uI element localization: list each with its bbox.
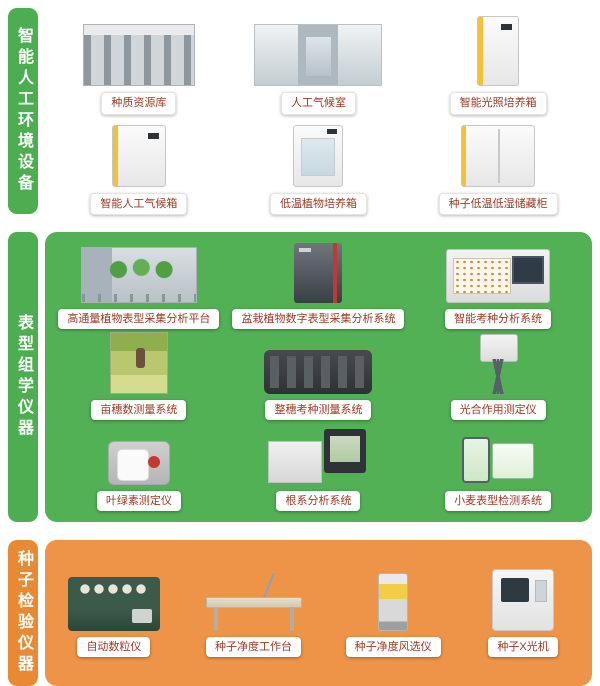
seed-test-analyzer-photo	[446, 243, 551, 303]
product-label: 智能人工气候箱	[90, 192, 188, 215]
field-ear-count-photo	[109, 331, 168, 394]
product-label: 光合作用测定仪	[450, 399, 546, 421]
product-item-root-analysis-system: 根系分析系统	[268, 425, 368, 512]
section-smart-environment: 智能人工环境设备 种质资源库 人工气候室 智能光照培养箱	[8, 8, 592, 215]
chlorophyll-meter-photo	[107, 425, 170, 485]
tripod-device-icon	[462, 333, 534, 394]
product-item-phenotype-platform: 高通量植物表型采集分析平台	[58, 243, 220, 330]
light-incubator-photo	[477, 14, 520, 86]
flat-scanner-icon	[264, 349, 373, 394]
product-item-seed-counter: 自动数粒仪	[67, 569, 160, 658]
product-item-low-temp-incubator: 低温植物培养箱	[269, 115, 367, 215]
product-label: 叶绿素测定仪	[96, 490, 181, 512]
mobile-devices-icon	[458, 435, 538, 485]
tall-cabinet-icon	[477, 16, 520, 86]
product-item-seed-storage-cabinet: 种子低温低湿储藏柜	[438, 115, 558, 215]
product-item-seed-xray: 种子X光机	[488, 568, 558, 658]
product-label: 高通量植物表型采集分析平台	[58, 308, 220, 330]
section-tab-smart-environment: 智能人工环境设备	[8, 8, 38, 214]
wheat-phenotype-detector-photo	[458, 425, 538, 485]
product-label: 种质资源库	[101, 92, 177, 115]
section-panel-seed-inspection: 自动数粒仪 种子净度工作台 种子净度风选仪 种子X光机	[45, 540, 592, 686]
product-item-purity-workbench: 种子净度工作台	[203, 569, 304, 658]
product-row: 叶绿素测定仪 根系分析系统 小麦表型检测系统	[49, 425, 588, 512]
handheld-meter-icon	[107, 440, 170, 485]
product-label: 种子净度工作台	[206, 636, 302, 658]
section-panel-phenomics: 高通量植物表型采集分析平台 盆栽植物数字表型采集分析系统 智能考种分析系统 亩穗…	[45, 232, 592, 522]
product-item-climate-chamber: 智能人工气候箱	[90, 115, 188, 215]
climate-room-photo	[254, 14, 383, 86]
section-tab-seed-inspection: 种子检验仪器	[8, 540, 38, 686]
product-label: 根系分析系统	[276, 490, 361, 512]
product-item-photosynthesis-meter: 光合作用测定仪	[450, 333, 546, 421]
product-label: 自动数粒仪	[77, 636, 151, 658]
product-label: 种子低温低湿储藏柜	[438, 192, 558, 215]
section-seed-inspection: 种子检验仪器 自动数粒仪 种子净度工作台 种子净度风选仪 种子X光机	[8, 540, 592, 686]
product-label: 智能光照培养箱	[449, 92, 547, 115]
photosynthesis-meter-photo	[462, 333, 534, 394]
germplasm-bank-photo	[82, 14, 195, 86]
product-item-potted-phenotype-system: 盆栽植物数字表型采集分析系统	[232, 242, 405, 330]
ear-scanner-photo	[264, 334, 373, 394]
windowed-cabinet-icon	[293, 124, 344, 187]
plant-platform-icon	[80, 246, 197, 303]
section-tab-label: 种子检验仪器	[15, 550, 32, 676]
product-label: 整穗考种测量系统	[265, 399, 372, 421]
air-separator-photo	[378, 569, 409, 631]
workbench-icon	[203, 572, 304, 631]
product-item-ear-measurement-system: 整穗考种测量系统	[264, 334, 373, 421]
product-label: 种子X光机	[488, 636, 558, 658]
scanner-monitor-icon	[268, 428, 368, 485]
phenotype-platform-photo	[80, 243, 197, 303]
section-tab-label: 表型组学仪器	[15, 314, 32, 440]
cabinet-icon	[111, 124, 166, 187]
corridor-icon	[254, 24, 383, 86]
seed-storage-cabinet-photo	[461, 115, 536, 187]
product-label: 人工气候室	[280, 92, 356, 115]
double-door-cabinet-icon	[461, 124, 536, 187]
section-tab-phenomics: 表型组学仪器	[8, 232, 38, 522]
product-row: 亩穗数测量系统 整穗考种测量系统 光合作用测定仪	[49, 331, 588, 421]
archive-shelves-icon	[82, 24, 195, 86]
root-analysis-system-photo	[268, 425, 368, 485]
product-label: 低温植物培养箱	[269, 192, 367, 215]
product-row: 种质资源库 人工气候室 智能光照培养箱	[49, 14, 588, 115]
section-phenomics: 表型组学仪器 高通量植物表型采集分析平台 盆栽植物数字表型采集分析系统 智能考种…	[8, 232, 592, 522]
product-item-ear-count-system: 亩穗数测量系统	[91, 331, 187, 421]
potted-phenotype-system-photo	[294, 242, 343, 303]
counter-machine-icon	[67, 576, 160, 631]
air-separator-icon	[378, 572, 409, 631]
product-item-climate-room: 人工气候室	[254, 14, 383, 115]
climate-chamber-photo	[111, 115, 166, 187]
product-label: 智能考种分析系统	[445, 308, 552, 330]
product-item-seed-test-analyzer: 智能考种分析系统	[445, 243, 552, 330]
section-panel-smart-environment: 种质资源库 人工气候室 智能光照培养箱 智能人工气候箱 低温	[45, 8, 592, 215]
product-item-chlorophyll-meter: 叶绿素测定仪	[96, 425, 181, 512]
seed-counter-photo	[67, 569, 160, 631]
product-label: 种子净度风选仪	[345, 636, 441, 658]
section-tab-label: 智能人工环境设备	[15, 27, 32, 195]
dark-cabinet-icon	[294, 242, 343, 303]
product-row: 智能人工气候箱 低温植物培养箱 种子低温低湿储藏柜	[49, 115, 588, 215]
wheat-field-icon	[109, 331, 168, 394]
purity-workbench-photo	[203, 569, 304, 631]
product-item-air-separator: 种子净度风选仪	[345, 569, 441, 658]
product-row: 自动数粒仪 种子净度工作台 种子净度风选仪 种子X光机	[49, 568, 588, 658]
seed-xray-photo	[492, 568, 555, 631]
product-label: 盆栽植物数字表型采集分析系统	[232, 308, 405, 330]
product-label: 亩穗数测量系统	[91, 399, 187, 421]
product-item-light-incubator: 智能光照培养箱	[449, 14, 547, 115]
xray-cabinet-icon	[492, 568, 555, 631]
product-row: 高通量植物表型采集分析平台 盆栽植物数字表型采集分析系统 智能考种分析系统	[49, 242, 588, 330]
product-item-germplasm-bank: 种质资源库	[82, 14, 195, 115]
seed-analyzer-icon	[446, 248, 551, 303]
product-item-wheat-phenotype-system: 小麦表型检测系统	[445, 425, 552, 512]
low-temp-incubator-photo	[293, 115, 344, 187]
product-label: 小麦表型检测系统	[445, 490, 552, 512]
